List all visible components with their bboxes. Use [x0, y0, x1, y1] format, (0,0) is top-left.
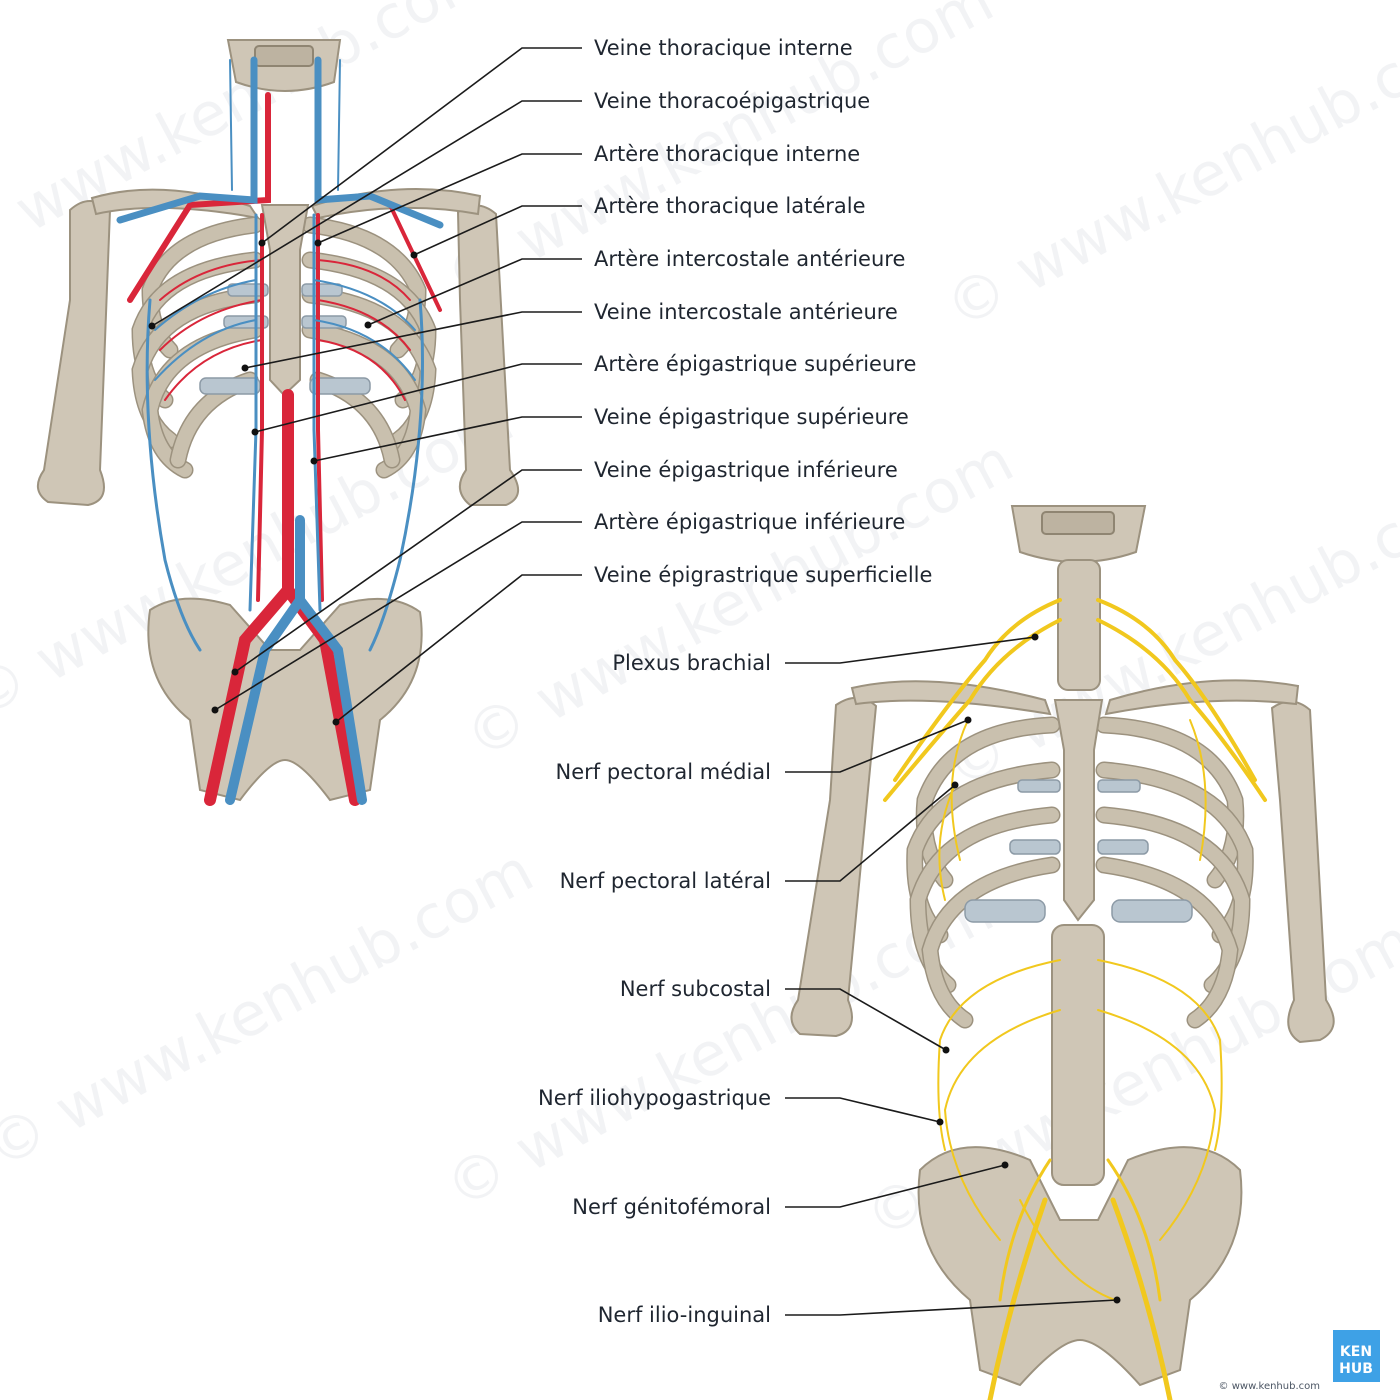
label-nerf-pectoral-medial: Nerf pectoral médial: [556, 760, 771, 784]
costal-cartilage: [309, 377, 371, 395]
label-veine-intercostale-anterieure: Veine intercostale antérieure: [594, 300, 898, 324]
label-artere-epigastrique-inferieure: Artère épigastrique inférieure: [594, 510, 905, 534]
label-artere-thoracique-laterale: Artère thoracique latérale: [594, 194, 866, 218]
pelvis: [917, 1146, 1243, 1387]
left-clavicle: [850, 680, 1052, 716]
costal-cartilage: [1111, 899, 1193, 923]
label-artere-intercostale-anterieure: Artère intercostale antérieure: [594, 247, 905, 271]
rib-cage: [131, 216, 437, 479]
copyright-text: © www.kenhub.com: [1219, 1381, 1320, 1392]
costal-cartilage: [1097, 779, 1141, 793]
logo-badge: [1333, 1330, 1380, 1382]
cervical-spine: [1057, 559, 1101, 691]
watermark: © www.kenhub.com: [934, 0, 1400, 343]
label-veine-thoracique-interne: Veine thoracique interne: [594, 36, 853, 60]
kenhub-logo: KEN HUB © www.kenhub.com: [1219, 1330, 1380, 1392]
costal-cartilage: [227, 283, 269, 297]
vessel-leaders: [148, 47, 582, 726]
label-nerf-iliohypogastrique: Nerf iliohypogastrique: [538, 1086, 771, 1110]
label-veine-epigastrique-superieure: Veine épigastrique supérieure: [594, 405, 909, 429]
teeth: [1041, 511, 1115, 535]
logo-line1: KEN: [1340, 1344, 1372, 1360]
label-veine-epigastrique-inferieure: Veine épigastrique inférieure: [594, 458, 898, 482]
label-nerf-pectoral-lateral: Nerf pectoral latéral: [560, 869, 771, 893]
costal-cartilage: [1009, 839, 1061, 855]
label-nerf-subcostal: Nerf subcostal: [620, 977, 771, 1001]
rib-cage: [906, 716, 1254, 1029]
label-plexus-brachial: Plexus brachial: [612, 651, 771, 675]
label-veine-epigastrique-superficielle: Veine épigrastrique superficielle: [594, 563, 932, 587]
watermark: © www.kenhub.com: [0, 836, 545, 1184]
left-humerus: [37, 200, 112, 507]
teeth: [254, 45, 314, 67]
costal-cartilage: [301, 283, 343, 297]
nerve-leaders: [785, 633, 1121, 1316]
label-veine-thoracoepigastrique: Veine thoracoépigastrique: [594, 89, 870, 113]
vessel-illustration: [37, 39, 519, 806]
sternum: [1053, 699, 1104, 922]
watermark: © www.kenhub.com: [934, 456, 1400, 804]
lumbar-spine: [1051, 924, 1105, 1186]
label-nerf-ilio-inguinal: Nerf ilio-inguinal: [598, 1303, 771, 1327]
costal-cartilage: [1097, 839, 1149, 855]
logo-line2: HUB: [1339, 1361, 1373, 1377]
vessel-label-group: Veine thoracique interne Veine thoracoép…: [594, 36, 932, 587]
costal-cartilage: [1017, 779, 1061, 793]
costal-cartilage: [199, 377, 261, 395]
label-artere-thoracique-interne: Artère thoracique interne: [594, 142, 860, 166]
label-nerf-genitofemoral: Nerf génitofémoral: [572, 1195, 771, 1219]
sternum: [260, 204, 310, 397]
costal-cartilage: [964, 899, 1046, 923]
label-artere-epigastrique-superieure: Artère épigastrique supérieure: [594, 352, 916, 376]
nerve-label-group: Plexus brachial Nerf pectoral médial Ner…: [538, 651, 771, 1327]
